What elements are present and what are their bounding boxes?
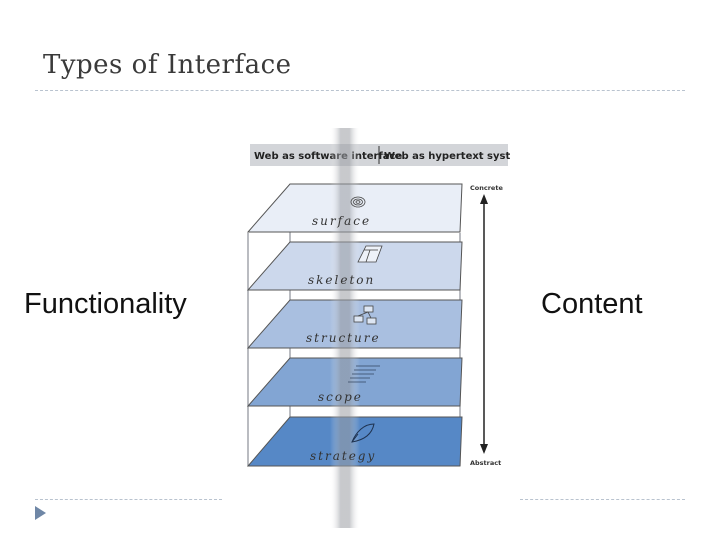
layer-label-skeleton: skeleton (308, 273, 375, 287)
footer-divider-right (520, 499, 685, 500)
concrete-abstract-arrow (480, 194, 488, 454)
wireframe-icon (357, 245, 383, 263)
fingerprint-icon (350, 196, 366, 208)
slide-title: Types of Interface (43, 50, 292, 80)
pen-icon (351, 423, 375, 443)
layer-label-strategy: strategy (310, 449, 376, 463)
functionality-label: Functionality (24, 288, 187, 320)
layer-label-scope: scope (318, 390, 363, 404)
list-icon (348, 365, 380, 383)
divider-band (330, 128, 360, 528)
play-arrow-icon (35, 506, 46, 520)
footer-divider-left (35, 499, 222, 500)
layer-label-structure: structure (306, 331, 381, 345)
layer-label-surface: surface (312, 214, 371, 228)
axis-top-label: Concrete (470, 184, 503, 192)
axis-bottom-label: Abstract (470, 459, 501, 467)
structure-icon (353, 305, 377, 325)
header-right-text: Web as hypertext system (384, 151, 510, 162)
elements-of-user-experience-diagram: Web as software interface Web as hyperte… (246, 128, 510, 528)
title-divider (35, 90, 685, 91)
header-left-text: Web as software interface (254, 151, 402, 162)
content-label: Content (541, 288, 643, 320)
